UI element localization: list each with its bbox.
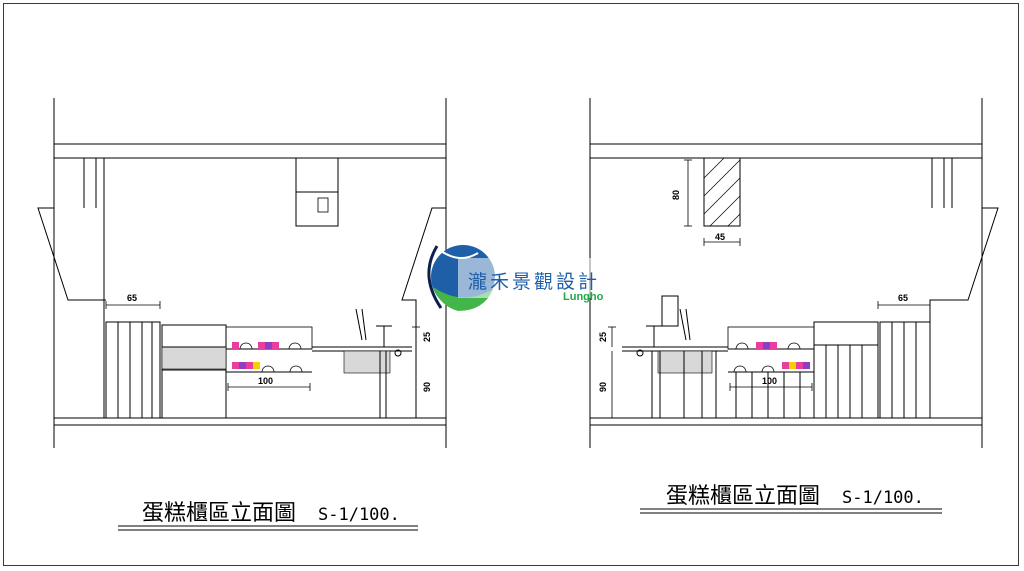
logo-chinese-text: 瀧禾景觀設計 bbox=[468, 271, 600, 293]
right-dim-display-width: 100 bbox=[762, 376, 777, 386]
left-dim-counter-depth: 65 bbox=[127, 293, 137, 303]
left-title: 蛋糕櫃區立面圖 S-1/100. bbox=[118, 501, 418, 531]
left-dim-display-width: 100 bbox=[258, 376, 273, 386]
sheet-border bbox=[3, 3, 1019, 566]
right-hatched-cabinet bbox=[703, 157, 741, 227]
logo-english-text: Lungho bbox=[563, 291, 604, 303]
left-title-text: 蛋糕櫃區立面圖 bbox=[142, 501, 296, 526]
left-dim-upper-height: 25 bbox=[422, 332, 432, 342]
right-title-scale: S-1/100. bbox=[842, 488, 924, 508]
right-title: 蛋糕櫃區立面圖 S-1/100. bbox=[640, 484, 942, 514]
right-dim-cabinet-width: 45 bbox=[715, 232, 725, 242]
right-dim-counter-height: 90 bbox=[598, 382, 608, 392]
left-elevation: 65 bbox=[37, 98, 447, 448]
right-elevation: 80 45 bbox=[589, 98, 999, 448]
left-title-scale: S-1/100. bbox=[318, 505, 400, 525]
right-dim-counter-depth: 65 bbox=[898, 293, 908, 303]
logo bbox=[427, 245, 618, 311]
right-dim-cabinet-height: 80 bbox=[671, 190, 681, 200]
right-title-text: 蛋糕櫃區立面圖 bbox=[666, 484, 820, 509]
right-dim-upper-height: 25 bbox=[598, 332, 608, 342]
left-dim-counter-height: 90 bbox=[422, 382, 432, 392]
